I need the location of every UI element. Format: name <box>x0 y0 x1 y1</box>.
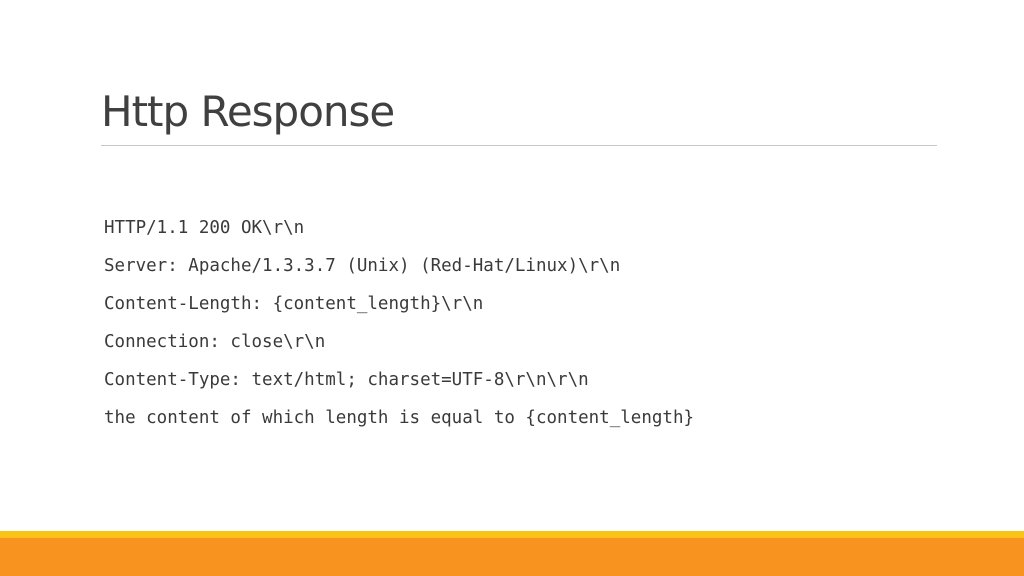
footer-accent-stripe <box>0 531 1024 538</box>
slide-title: Http Response <box>101 87 395 136</box>
title-divider <box>101 145 937 146</box>
connection-header-line: Connection: close\r\n <box>104 332 326 352</box>
content-length-header-line: Content-Length: {content_length}\r\n <box>104 294 484 314</box>
footer-band <box>0 538 1024 576</box>
server-header-line: Server: Apache/1.3.3.7 (Unix) (Red-Hat/L… <box>104 256 621 276</box>
status-line: HTTP/1.1 200 OK\r\n <box>104 218 305 238</box>
response-body-line: the content of which length is equal to … <box>104 408 695 428</box>
http-response-example: HTTP/1.1 200 OK\r\n Server: Apache/1.3.3… <box>104 209 694 437</box>
content-type-header-line: Content-Type: text/html; charset=UTF-8\r… <box>104 370 589 390</box>
